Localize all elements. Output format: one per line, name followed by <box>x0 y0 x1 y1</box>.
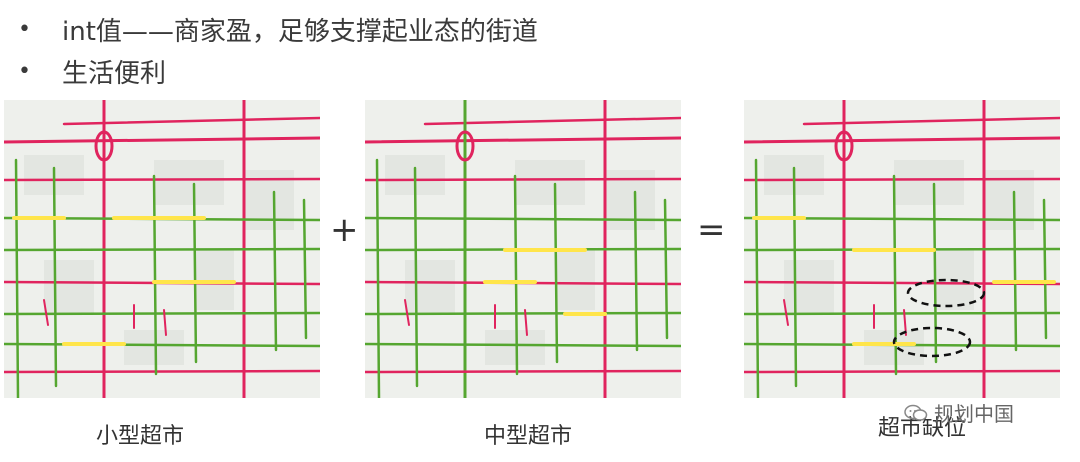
street <box>192 182 198 364</box>
street <box>4 369 320 374</box>
interchange <box>834 130 854 162</box>
bullet-dot: • <box>18 58 31 84</box>
street <box>52 166 58 388</box>
city-block <box>124 330 184 365</box>
street-spur <box>163 309 167 336</box>
city-block <box>405 260 455 315</box>
map-medium-supermarket <box>365 100 681 398</box>
city-block <box>44 260 94 315</box>
street-map-svg <box>744 100 1060 398</box>
arterial-road <box>423 116 681 126</box>
street <box>633 190 639 352</box>
city-block <box>154 160 224 205</box>
street <box>365 311 681 316</box>
city-block <box>555 250 595 310</box>
caption-supermarket-gap: 超市缺位 <box>878 416 967 441</box>
bullet-item-2: • 生活便利 <box>18 50 538 92</box>
arterial-road <box>365 136 681 144</box>
street <box>365 216 681 222</box>
arterial-road <box>802 116 1060 126</box>
street <box>744 177 1060 182</box>
equals-operator: = <box>697 210 726 250</box>
plus-operator: + <box>330 210 359 250</box>
arterial-road <box>4 136 320 144</box>
street <box>1042 198 1048 340</box>
map-supermarket-gap <box>744 100 1060 398</box>
street <box>1012 190 1018 352</box>
wechat-icon <box>904 404 928 421</box>
gap-marker-ellipse <box>892 326 972 358</box>
street <box>4 247 320 252</box>
watermark-text: 规划中国 <box>934 402 1014 426</box>
street <box>365 177 681 182</box>
street <box>375 158 381 398</box>
street <box>302 198 308 340</box>
street <box>744 369 1060 374</box>
city-block <box>864 330 924 365</box>
gap-marker-ellipse <box>906 278 986 308</box>
street-map-svg <box>4 100 320 398</box>
street-spur <box>783 299 789 326</box>
interchange <box>94 130 114 162</box>
street-spur <box>524 309 528 336</box>
caption-small-supermarket: 小型超市 <box>96 424 185 449</box>
street <box>365 369 681 374</box>
interchange <box>455 130 475 162</box>
street <box>4 311 320 316</box>
bullet-list: • int值——商家盈，足够支撑起业态的街道 • 生活便利 <box>18 8 538 92</box>
caption-medium-supermarket: 中型超市 <box>484 424 573 449</box>
bullet-text: int值——商家盈，足够支撑起业态的街道 <box>62 16 538 47</box>
street <box>792 166 798 388</box>
street <box>413 166 419 388</box>
city-block <box>784 260 834 315</box>
city-block <box>485 330 545 365</box>
arterial-road <box>62 116 320 126</box>
street <box>152 174 158 376</box>
street <box>754 158 760 398</box>
bullet-item-1: • int值——商家盈，足够支撑起业态的街道 <box>18 8 538 50</box>
street <box>892 174 898 376</box>
street <box>272 190 278 352</box>
bullet-text: 生活便利 <box>62 58 167 89</box>
city-block <box>515 160 585 205</box>
bullet-dot: • <box>18 16 31 42</box>
street <box>744 311 1060 316</box>
street-map-svg <box>365 100 681 398</box>
street <box>553 182 559 364</box>
street <box>932 182 938 364</box>
map-small-supermarket <box>4 100 320 398</box>
street <box>14 158 20 398</box>
street <box>663 198 669 340</box>
street-spur <box>43 299 49 326</box>
watermark: 规划中国 <box>904 398 1014 427</box>
arterial-road <box>744 136 1060 144</box>
street-spur <box>404 299 410 326</box>
street <box>513 174 519 376</box>
city-block <box>894 160 964 205</box>
street <box>4 177 320 182</box>
